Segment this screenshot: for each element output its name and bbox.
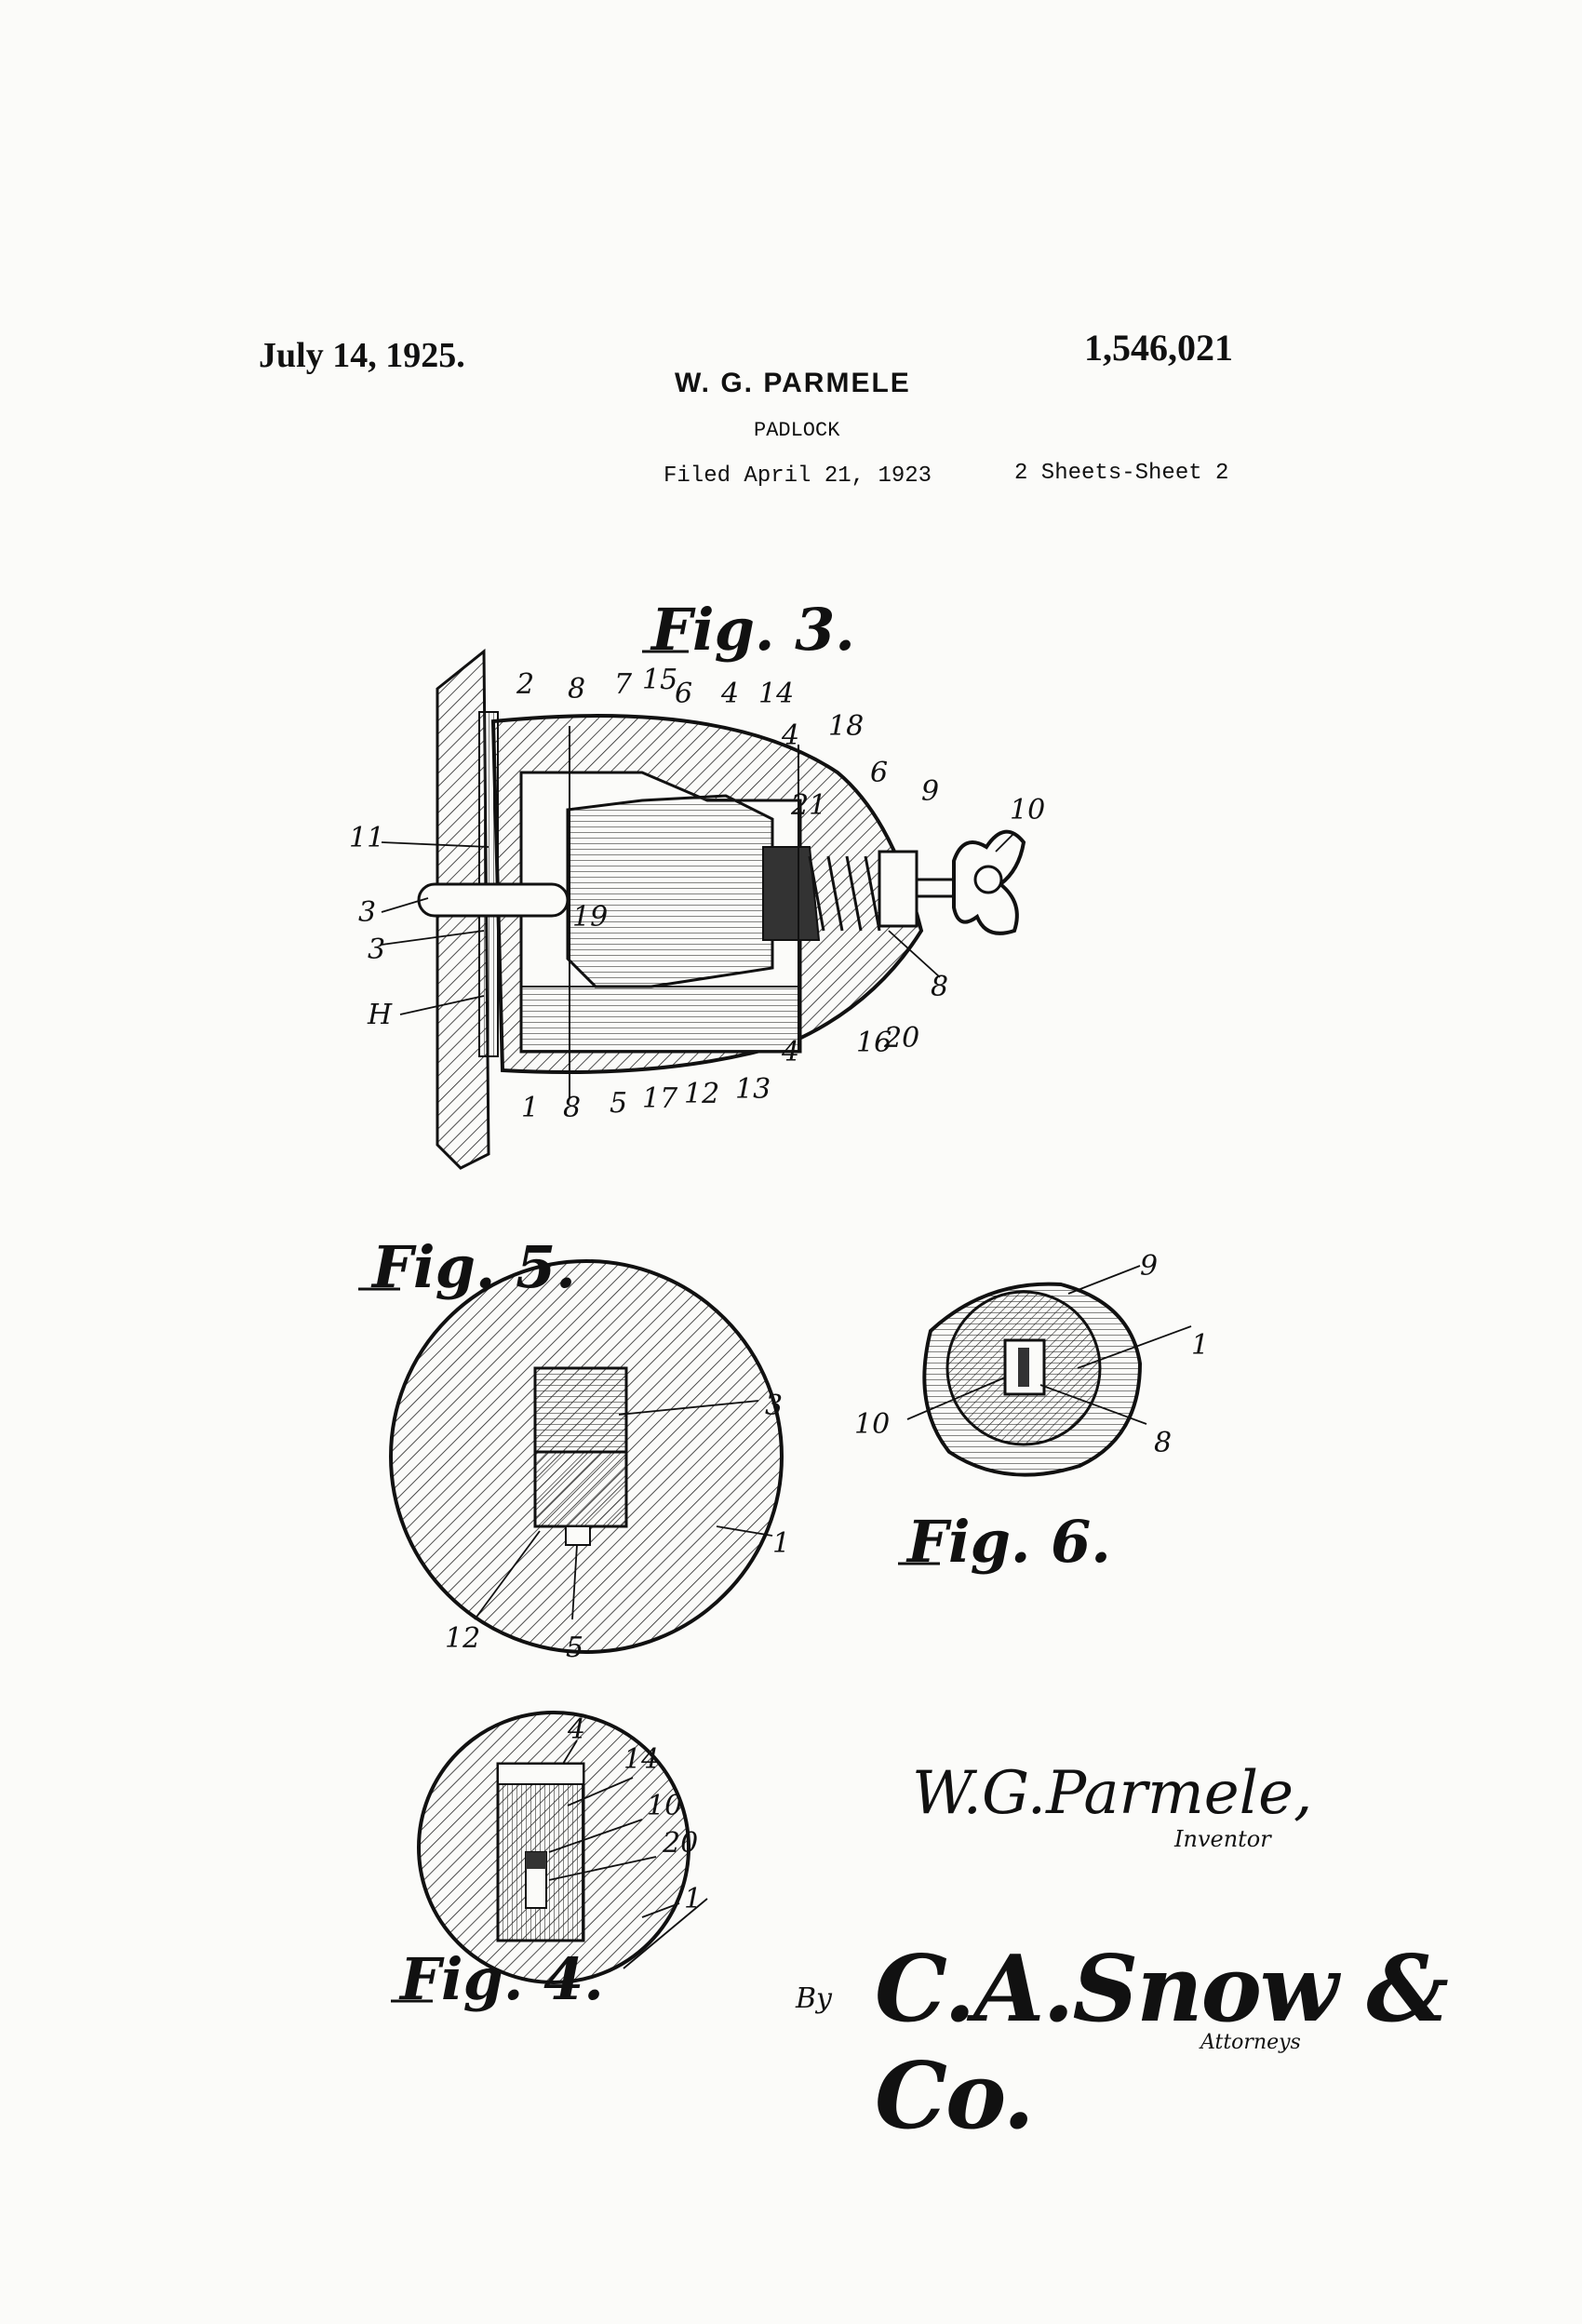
- fig3-ref: 17: [642, 1082, 678, 1115]
- fig3-ref: 3: [358, 896, 376, 929]
- fig3-ref: 11: [349, 822, 384, 854]
- fig3-ref: 8: [931, 971, 948, 1003]
- fig3-ref: 8: [563, 1092, 581, 1124]
- fig3-ref: 4: [781, 719, 799, 752]
- fig6-label: Fig. 6.: [907, 1508, 1111, 1576]
- fig3-shackle-pin: [417, 882, 570, 918]
- patent-date: July 14, 1925.: [259, 336, 465, 375]
- fig3-ref: 10: [1010, 794, 1045, 826]
- fig5-ref: 5: [566, 1632, 583, 1664]
- fig3-ref: 21: [790, 789, 826, 822]
- fig5-ref: 12: [445, 1622, 480, 1655]
- patent-number: 1,546,021: [1084, 327, 1233, 369]
- filed-date: Filed April 21, 1923: [664, 463, 932, 489]
- inventor-role: Inventor: [1174, 1826, 1271, 1852]
- fig3-ref: 13: [735, 1073, 771, 1106]
- inventor-signature: W.G.Parmele,: [912, 1759, 1313, 1828]
- fig5-ref: 3: [765, 1390, 783, 1422]
- by-label: By: [796, 1982, 832, 2015]
- attorney-signature: C.A.Snow & Co.: [875, 1936, 1449, 2150]
- figure-6: 9 1 10 8: [854, 1250, 1209, 1477]
- fig6-ref: 1: [1191, 1329, 1209, 1362]
- fig3-ref: 9: [921, 775, 939, 808]
- fig5-label: Fig. 5.: [372, 1233, 576, 1301]
- fig3-ref: 6: [870, 757, 888, 789]
- fig3-ref: 4: [781, 1036, 799, 1068]
- fig6-ref: 10: [854, 1408, 890, 1441]
- fig3-ref: 16: [856, 1027, 892, 1059]
- fig3-ref: 18: [828, 710, 864, 743]
- fig3-label: Fig. 3.: [651, 596, 855, 664]
- sheet-count: 2 Sheets-Sheet 2: [1014, 461, 1229, 486]
- fig3-bolt: [566, 794, 774, 988]
- fig3-ref: 8: [568, 673, 585, 705]
- fig3-ref: 7: [614, 668, 633, 701]
- figure-3: 2 8 7 15 6 4 14 18 4 6 9 10 21 11 19 3 3…: [349, 648, 1045, 1170]
- fig4-ref: 20: [662, 1827, 698, 1860]
- fig3-ref: 4: [720, 678, 739, 710]
- fig3-ref: 20: [883, 1022, 919, 1055]
- fig3-ref: 6: [675, 678, 692, 710]
- fig5-ref: 1: [772, 1527, 790, 1560]
- fig3-ref: 2: [516, 668, 534, 701]
- fig3-ref: 3: [368, 934, 385, 966]
- attorney-role: Attorneys: [1200, 2031, 1301, 2054]
- fig3-ref: H: [367, 999, 393, 1031]
- fig4-ref: 4: [567, 1713, 585, 1746]
- fig3-ref: 15: [642, 664, 677, 696]
- fig4-ref: 1: [684, 1883, 702, 1915]
- fig4-label: Fig. 4.: [400, 1945, 604, 2013]
- fig3-ref: 1: [521, 1092, 539, 1124]
- fig3-ref: 14: [758, 678, 794, 710]
- fig3-ref: 19: [572, 901, 608, 934]
- fig4-ref: 10: [647, 1790, 682, 1822]
- fig6-ref: 8: [1154, 1427, 1172, 1459]
- figure-5: 3 1 12 5: [389, 1259, 790, 1664]
- patent-title: PADLOCK: [754, 419, 840, 442]
- fig3-ref: 12: [684, 1078, 719, 1110]
- inventor-name: W. G. PARMELE: [675, 368, 911, 398]
- fig4-ref: 14: [623, 1743, 659, 1776]
- figure-4: 4 14 10 20 1: [417, 1711, 708, 1984]
- fig6-ref: 9: [1140, 1250, 1158, 1283]
- fig3-ref: 5: [610, 1087, 627, 1120]
